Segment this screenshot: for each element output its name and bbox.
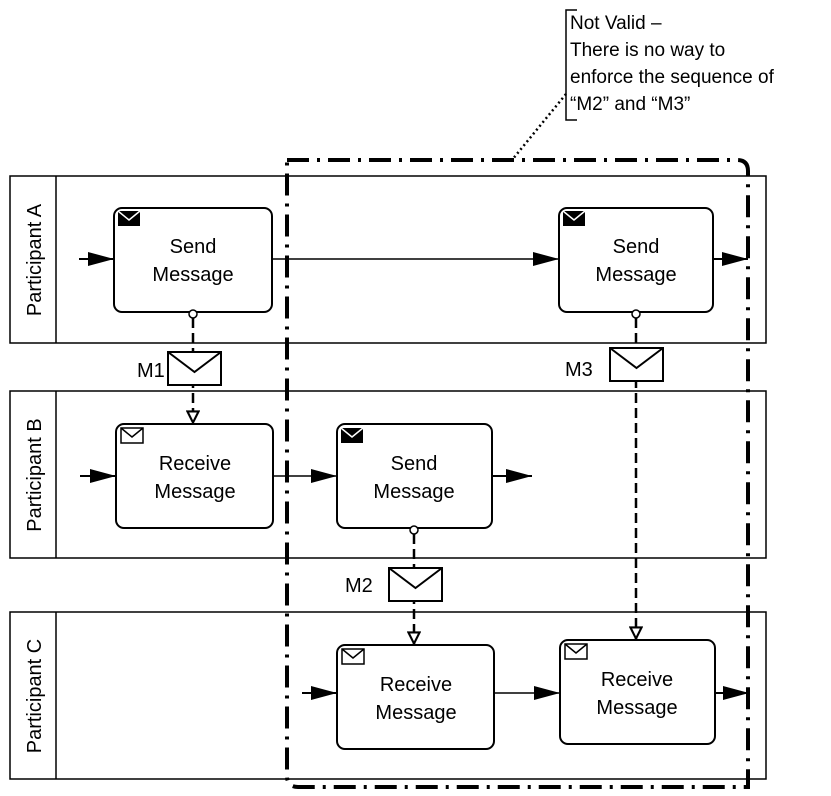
pool-label-b: Participant B xyxy=(24,418,46,531)
task-c2-receive-message: Receive Message xyxy=(559,639,716,745)
annotation-association xyxy=(511,93,567,161)
annotation-line-3: enforce the sequence of xyxy=(570,67,775,88)
pool-participant-a: Participant A xyxy=(9,175,767,344)
message-flow-m2-source xyxy=(409,525,419,535)
annotation-line-2: There is no way to xyxy=(570,40,725,61)
task-a2-send-message: Send Message xyxy=(558,207,714,313)
task-a1-send-message: Send Message xyxy=(113,207,273,313)
message-m1-envelope-icon xyxy=(167,351,222,386)
envelope-outline-icon xyxy=(341,648,365,665)
annotation-line-1: Not Valid – xyxy=(570,13,662,34)
annotation-line-4: “M2” and “M3” xyxy=(570,94,690,115)
annotation-bracket xyxy=(565,9,577,121)
message-flow-m3: M3 xyxy=(565,309,664,640)
task-b2-line1: Send xyxy=(391,453,438,475)
message-m3-label: M3 xyxy=(565,359,593,381)
task-b1-receive-message: Receive Message xyxy=(115,423,274,529)
message-flow-m3-source xyxy=(631,309,641,319)
task-c2-line1: Receive xyxy=(601,669,673,691)
envelope-filled-icon xyxy=(117,210,141,226)
message-flow-m1-source xyxy=(188,309,198,319)
pool-participant-c: Participant C xyxy=(9,611,767,780)
message-flow-m2: M2 xyxy=(345,525,443,645)
message-m1-label: M1 xyxy=(137,360,165,382)
task-a1-line1: Send xyxy=(170,236,217,258)
task-b2-send-message: Send Message xyxy=(336,423,493,529)
task-c1-line1: Receive xyxy=(380,674,452,696)
sequence-flows xyxy=(79,252,749,700)
pool-label-a: Participant A xyxy=(24,203,46,316)
task-a2-line2: Message xyxy=(595,264,676,286)
envelope-filled-icon xyxy=(562,210,586,226)
message-flow-m1: M1 xyxy=(137,309,222,424)
envelope-outline-icon xyxy=(120,427,144,444)
message-m2-label: M2 xyxy=(345,575,373,597)
message-m3-envelope-icon xyxy=(609,347,664,382)
task-a1-line2: Message xyxy=(152,264,233,286)
group-boundary xyxy=(285,158,750,789)
task-c2-line2: Message xyxy=(596,697,677,719)
task-b1-line2: Message xyxy=(154,481,235,503)
task-b1-line1: Receive xyxy=(159,453,231,475)
task-a2-line1: Send xyxy=(613,236,660,258)
envelope-outline-icon xyxy=(564,643,588,660)
pool-participant-b: Participant B xyxy=(9,390,767,559)
task-c1-receive-message: Receive Message xyxy=(336,644,495,750)
text-annotation: Not Valid – There is no way to enforce t… xyxy=(511,9,775,161)
message-m2-envelope-icon xyxy=(388,567,443,602)
pool-label-c: Participant C xyxy=(24,639,46,754)
task-c1-line2: Message xyxy=(375,702,456,724)
envelope-filled-icon xyxy=(340,427,364,443)
task-b2-line2: Message xyxy=(373,481,454,503)
